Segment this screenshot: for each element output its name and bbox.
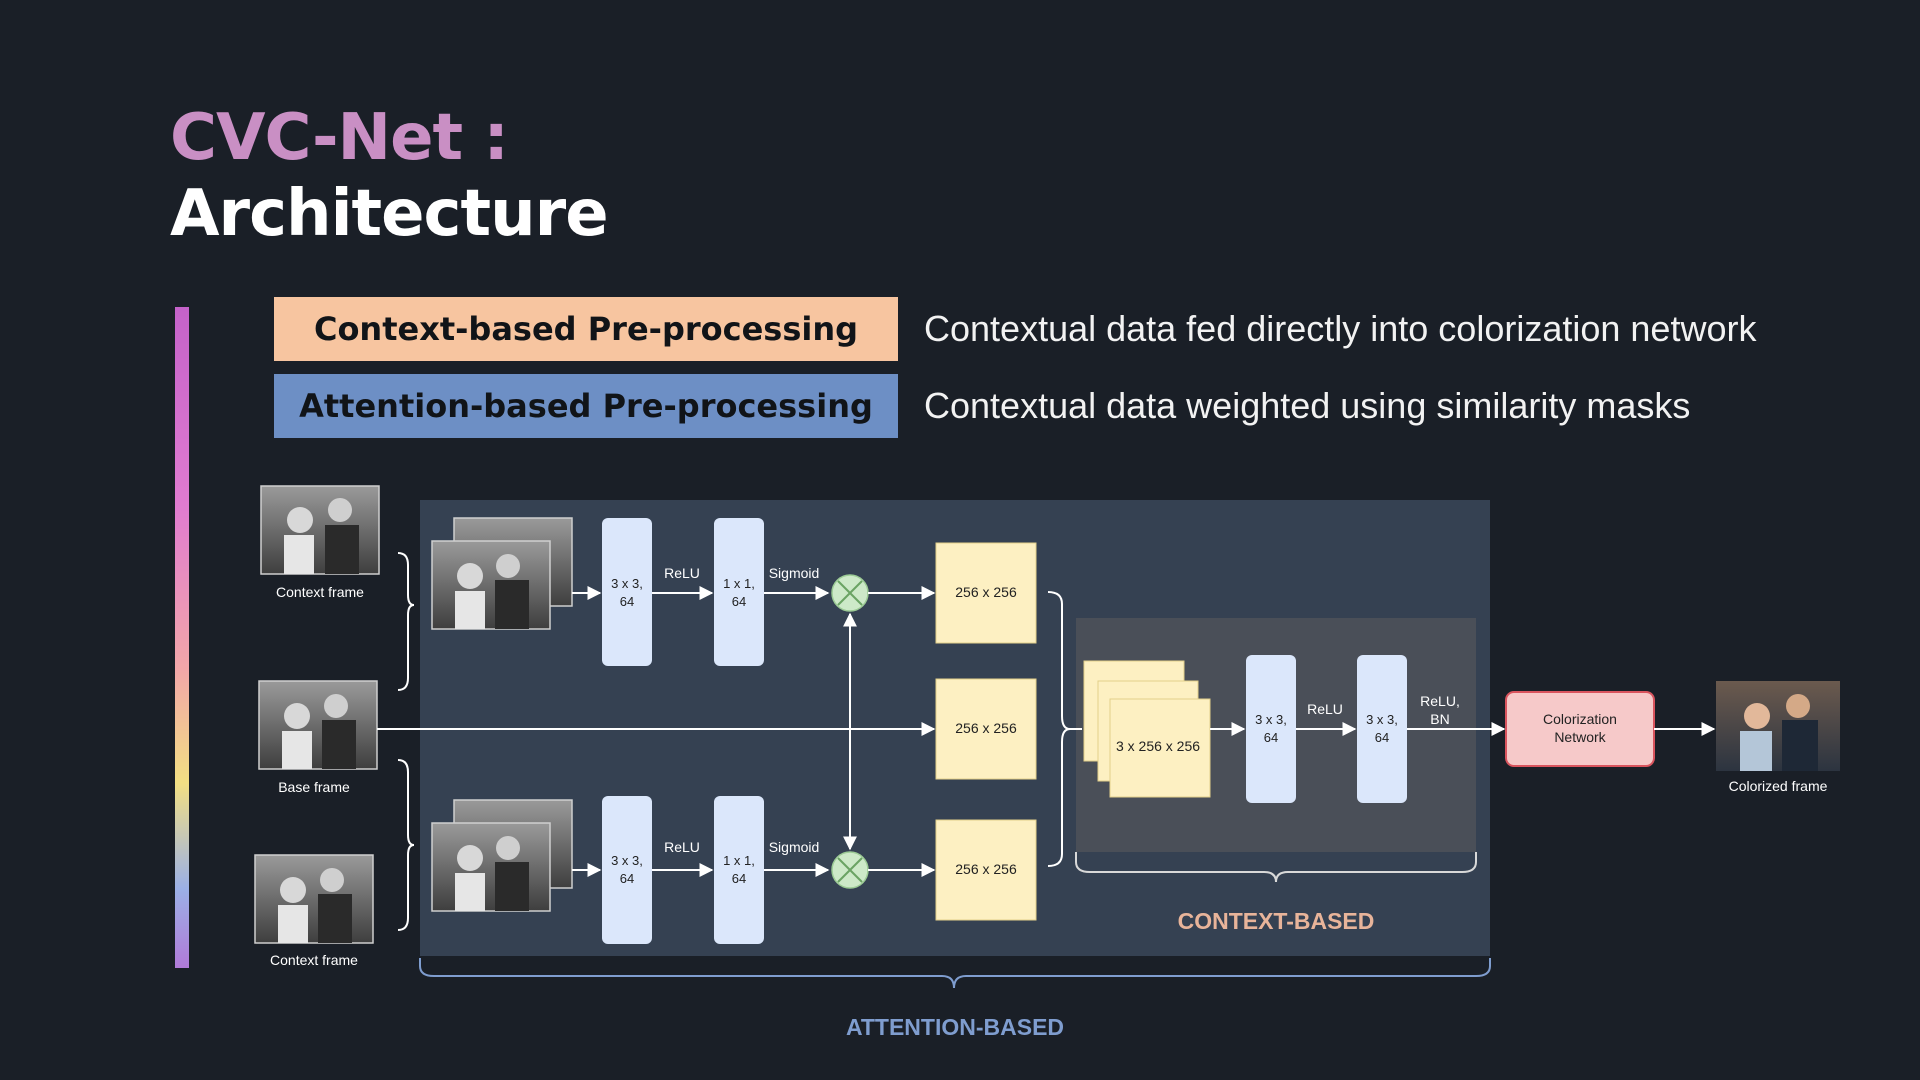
input-context-frame-top [260,485,380,575]
top-pair-brace [397,552,415,691]
bottom-conv1x1-line2: 64 [732,871,746,886]
input-base-frame [258,680,378,770]
feature-map-bottom [935,819,1037,921]
top-frame-pair [431,517,573,630]
top-conv1x1-line2: 64 [732,594,746,609]
top-sigmoid-label: Sigmoid [769,565,820,581]
feature-map-top-label: 256 x 256 [955,584,1017,600]
context-conv2-line1: 3 x 3, [1366,712,1398,727]
context-based-label: CONTEXT-BASED [1178,908,1375,934]
attention-based-brace [419,958,1491,989]
context-relu-bn-line2: BN [1430,711,1449,727]
bottom-sigmoid-label: Sigmoid [769,839,820,855]
top-conv3x3-block [602,518,652,666]
feature-map-top [935,542,1037,644]
input-context-frame-bottom-label: Context frame [270,952,358,968]
colorized-output-label: Colorized frame [1729,778,1828,794]
title-line-1: CVC-Net : [170,101,509,175]
input-base-frame-label: Base frame [278,779,350,795]
context-conv2-line2: 64 [1375,730,1389,745]
context-conv1-block [1246,655,1296,803]
context-legend-label: Context-based Pre-processing [274,297,898,361]
colorized-output-frame [1716,681,1840,771]
bottom-frame-pair [431,799,573,912]
top-relu-label: ReLU [664,565,700,581]
context-legend-description: Contextual data fed directly into colori… [924,308,1757,349]
stacked-input-volume-label: 3 x 256 x 256 [1116,738,1200,754]
context-conv2-block [1357,655,1407,803]
title-line-2: Architecture [170,177,609,251]
context-relu-bn-line1: ReLU, [1420,693,1460,709]
attention-based-label: ATTENTION-BASED [846,1014,1064,1040]
slide-title: CVC-Net : Architecture [170,100,609,252]
bottom-conv1x1-block [714,796,764,944]
bottom-conv3x3-block [602,796,652,944]
top-conv1x1-line1: 1 x 1, [723,576,755,591]
colorization-network-line2: Network [1554,729,1606,745]
bottom-conv1x1-line1: 1 x 1, [723,853,755,868]
input-context-frame-bottom [254,854,374,944]
bottom-pair-brace [397,759,415,931]
top-conv3x3-line1: 3 x 3, [611,576,643,591]
feature-map-middle [935,678,1037,780]
top-multiply-node [831,574,869,612]
feature-map-middle-label: 256 x 256 [955,720,1017,736]
bottom-conv3x3-line2: 64 [620,871,634,886]
bottom-multiply-node [831,851,869,889]
colorization-network-line1: Colorization [1543,711,1617,727]
top-conv1x1-block [714,518,764,666]
accent-bar [175,307,189,968]
top-conv3x3-line2: 64 [620,594,634,609]
context-conv1-line1: 3 x 3, [1255,712,1287,727]
feature-map-bottom-label: 256 x 256 [955,861,1017,877]
context-based-brace [1075,852,1477,883]
input-context-frame-top-label: Context frame [276,584,364,600]
bottom-relu-label: ReLU [664,839,700,855]
context-relu-label: ReLU [1307,701,1343,717]
attention-legend-label: Attention-based Pre-processing [274,374,898,438]
bottom-conv3x3-line1: 3 x 3, [611,853,643,868]
context-conv1-line2: 64 [1264,730,1278,745]
stacked-input-volume [1083,660,1211,798]
attention-legend-description: Contextual data weighted using similarit… [924,385,1691,426]
